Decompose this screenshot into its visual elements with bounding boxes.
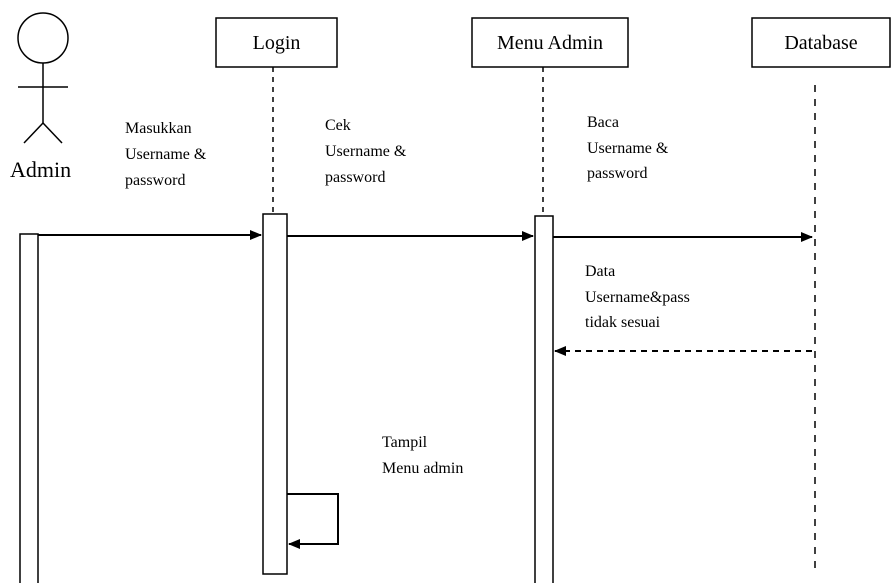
- participant-menu-admin-label: Menu Admin: [497, 32, 603, 54]
- message-cek: Cek Username & password: [287, 117, 534, 241]
- actor-left-leg: [23, 122, 44, 144]
- participant-menu-admin: Menu Admin: [471, 17, 629, 68]
- message-baca: Baca Username & password: [553, 114, 813, 242]
- message-tampil-menu-admin-label: Tampil Menu admin: [382, 434, 463, 477]
- actor-admin: Admin: [10, 12, 71, 182]
- message-tampil-menu-admin-arrow: [287, 493, 339, 549]
- actor-right-leg: [42, 122, 63, 144]
- message-masukkan: Masukkan Username & password: [38, 120, 262, 240]
- message-masukkan-label: Masukkan Username & password: [125, 120, 210, 189]
- participant-database-box: [751, 17, 891, 68]
- participant-menu-admin-box: [471, 17, 629, 68]
- activation-login: [262, 213, 288, 575]
- message-data-tidak-sesuai: Data Username&pass tidak sesuai: [554, 263, 812, 356]
- message-cek-label: Cek Username & password: [325, 117, 410, 186]
- message-tampil-menu-admin: Tampil Menu admin: [287, 434, 463, 549]
- participant-login-box: [215, 17, 338, 68]
- message-baca-label: Baca Username & password: [587, 114, 672, 182]
- activation-menu-admin: [534, 215, 554, 583]
- participant-database: Database: [751, 17, 891, 68]
- participant-login: Login: [215, 17, 338, 68]
- message-data-tidak-sesuai-label: Data Username&pass tidak sesuai: [585, 263, 694, 331]
- activation-admin: [19, 233, 39, 583]
- actor-head: [17, 12, 69, 64]
- participant-database-label: Database: [784, 32, 857, 54]
- participant-login-label: Login: [253, 32, 301, 54]
- actor-name: Admin: [10, 157, 71, 182]
